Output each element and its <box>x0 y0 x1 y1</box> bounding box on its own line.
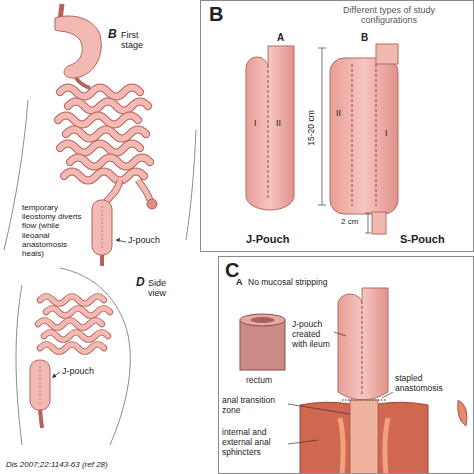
part-label: J-pouch created with ileum <box>292 320 334 349</box>
dimension: 2 cm <box>341 217 358 226</box>
part-label: stapled anastomosis <box>395 374 451 394</box>
part-label: rectum <box>246 376 272 386</box>
stage-label: First stage <box>121 30 161 51</box>
config-letter: B <box>361 32 368 44</box>
body-side-view <box>16 268 130 445</box>
limb-number: II <box>276 118 281 128</box>
citation: Dis 2007;22:1143-63 (ref 28) <box>6 460 108 469</box>
part-label: J-pouch <box>62 366 94 376</box>
panel-subtitle: Different types of study configurations <box>319 5 459 26</box>
part-label: J-pouch <box>128 235 160 245</box>
pouch-configurations <box>246 44 398 234</box>
body-front-view <box>4 4 196 266</box>
config-letter: A <box>277 32 284 44</box>
panel-letter: B <box>209 3 223 26</box>
annotation: temporary ileostomy diverts flow (while … <box>22 203 86 258</box>
panel-ground <box>218 256 474 474</box>
part-label: anal transition zone <box>222 396 286 416</box>
anastomosis-illustration <box>240 288 467 474</box>
panel-letter: B <box>108 28 117 42</box>
limb-number: I <box>385 128 388 138</box>
dimension: 15-20 cm <box>307 110 317 145</box>
panel-box: B Different types of study configurations <box>200 0 474 252</box>
panel-ground <box>200 0 474 252</box>
limb-number: I <box>254 118 257 128</box>
technique-label: No mucosal stripping <box>248 278 327 288</box>
limb-number: II <box>336 108 341 118</box>
pouch-name: J-Pouch <box>246 233 289 246</box>
pouch-name: S-Pouch <box>400 233 445 246</box>
part-label: internal and external anal sphincters <box>222 428 286 457</box>
panel-letter: D <box>136 276 145 290</box>
config-letter: A <box>236 277 243 287</box>
view-label: Side view <box>148 278 182 299</box>
